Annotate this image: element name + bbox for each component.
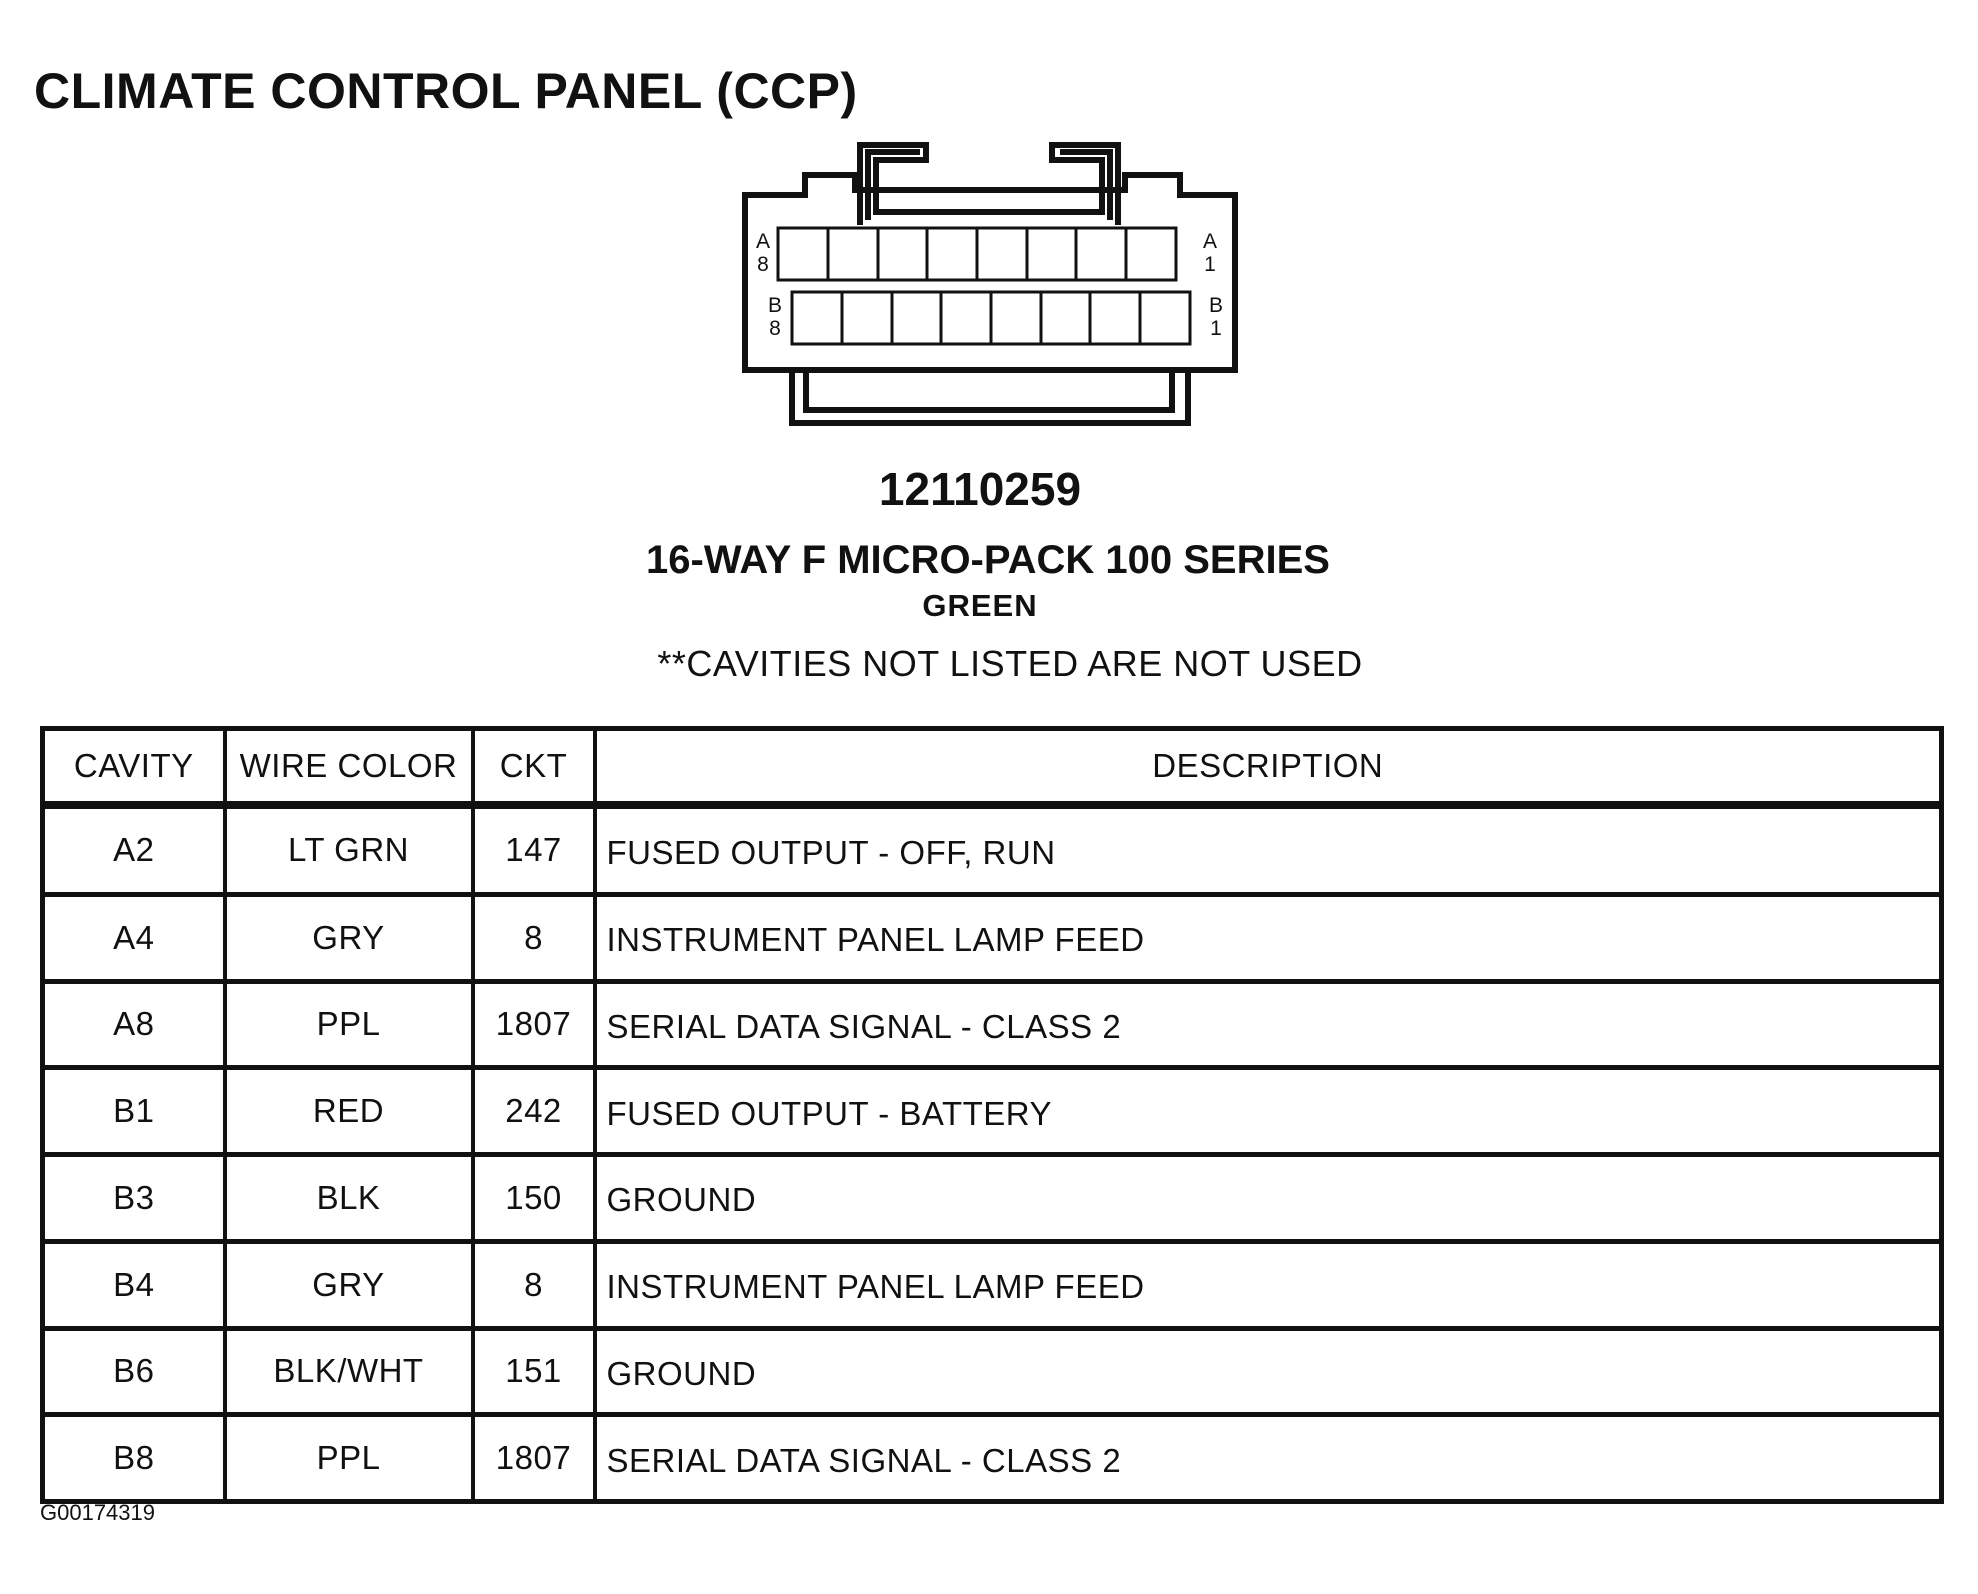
cell-ckt: 8 <box>470 891 597 984</box>
connector-type: 16-WAY F MICRO-PACK 100 SERIES <box>646 538 1330 582</box>
cell-cavity: B6 <box>40 1325 227 1417</box>
diagram-title: CLIMATE CONTROL PANEL (CCP) <box>34 63 858 119</box>
figure-code: G00174319 <box>40 1500 155 1525</box>
table-row: B8 PPL 1807 SERIAL DATA SIGNAL - CLASS 2 <box>40 1412 1944 1504</box>
cell-ckt: 242 <box>470 1065 597 1157</box>
row-b-right-number: 1 <box>1210 317 1222 340</box>
connector-latch-inner <box>865 149 1113 220</box>
cell-wire-color: LT GRN <box>222 802 475 897</box>
cell-description: INSTRUMENT PANEL LAMP FEED <box>592 891 1944 984</box>
cell-cavity: B1 <box>40 1065 227 1157</box>
cell-description: GROUND <box>592 1325 1944 1417</box>
cell-cavity: A2 <box>40 802 227 897</box>
cell-wire-color: BLK/WHT <box>222 1325 475 1417</box>
row-b-left-letter: B <box>768 294 782 317</box>
cell-wire-color: BLK <box>222 1152 475 1244</box>
cell-description: GROUND <box>592 1152 1944 1244</box>
cell-description: FUSED OUTPUT - OFF, RUN <box>592 802 1944 897</box>
connector-color: GREEN <box>922 588 1038 623</box>
row-a-left-letter: A <box>756 230 770 253</box>
cell-wire-color: GRY <box>222 891 475 984</box>
connector-lower-lock-inner <box>803 370 1175 413</box>
cavity-table: CAVITY WIRE COLOR CKT DESCRIPTION A2 LT … <box>40 726 1944 1504</box>
row-a-right-number: 1 <box>1204 253 1216 276</box>
unused-cavities-note: **CAVITIES NOT LISTED ARE NOT USED <box>657 643 1363 684</box>
cell-description: FUSED OUTPUT - BATTERY <box>592 1065 1944 1157</box>
row-a-left-number: 8 <box>757 253 769 276</box>
connector-latch-outer <box>857 142 1121 225</box>
cell-description: INSTRUMENT PANEL LAMP FEED <box>592 1238 1944 1330</box>
table-row: B4 GRY 8 INSTRUMENT PANEL LAMP FEED <box>40 1238 1944 1330</box>
table-row: B1 RED 242 FUSED OUTPUT - BATTERY <box>40 1065 1944 1157</box>
part-number: 12110259 <box>878 463 1082 515</box>
table-row: B6 BLK/WHT 151 GROUND <box>40 1325 1944 1417</box>
table-row: A2 LT GRN 147 FUSED OUTPUT - OFF, RUN <box>40 802 1944 897</box>
cell-ckt: 151 <box>470 1325 597 1417</box>
cell-ckt: 147 <box>470 802 597 897</box>
table-row: A8 PPL 1807 SERIAL DATA SIGNAL - CLASS 2 <box>40 978 1944 1070</box>
cell-cavity: B8 <box>40 1412 227 1504</box>
cell-wire-color: PPL <box>222 1412 475 1504</box>
row-b-left-number: 8 <box>769 317 781 340</box>
connector-housing-outline <box>742 172 1238 373</box>
row-a-right-letter: A <box>1203 230 1217 253</box>
cell-wire-color: RED <box>222 1065 475 1157</box>
cell-description: SERIAL DATA SIGNAL - CLASS 2 <box>592 978 1944 1070</box>
cell-ckt: 150 <box>470 1152 597 1244</box>
cell-cavity: B4 <box>40 1238 227 1330</box>
cell-ckt: 8 <box>470 1238 597 1330</box>
header-wire-color: WIRE COLOR <box>222 726 475 809</box>
table-row: B3 BLK 150 GROUND <box>40 1152 1944 1244</box>
connector-face-diagram: A 8 A 1 B 8 B 1 <box>742 142 1238 426</box>
table-header-row: CAVITY WIRE COLOR CKT DESCRIPTION <box>40 726 1944 809</box>
cell-description: SERIAL DATA SIGNAL - CLASS 2 <box>592 1412 1944 1504</box>
header-cavity: CAVITY <box>40 726 227 809</box>
cell-ckt: 1807 <box>470 978 597 1070</box>
cell-cavity: A8 <box>40 978 227 1070</box>
table-row: A4 GRY 8 INSTRUMENT PANEL LAMP FEED <box>40 891 1944 984</box>
cell-cavity: A4 <box>40 891 227 984</box>
cell-ckt: 1807 <box>470 1412 597 1504</box>
cell-cavity: B3 <box>40 1152 227 1244</box>
header-description: DESCRIPTION <box>592 726 1944 809</box>
connector-lower-lock <box>789 370 1191 426</box>
cell-wire-color: PPL <box>222 978 475 1070</box>
row-b-right-letter: B <box>1209 294 1223 317</box>
cell-wire-color: GRY <box>222 1238 475 1330</box>
header-ckt: CKT <box>470 726 597 809</box>
